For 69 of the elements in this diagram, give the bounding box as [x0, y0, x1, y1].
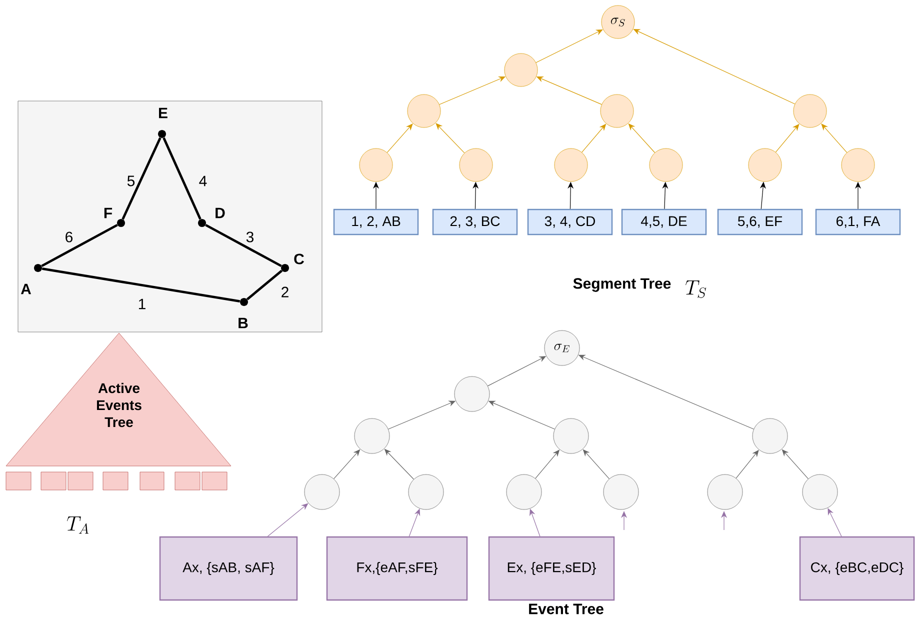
- tree-node-circle: [459, 148, 493, 182]
- arrow: [267, 503, 308, 537]
- node-label: D: [216, 208, 225, 218]
- vertex-point: B: [238, 298, 248, 328]
- heading: Segment Tree: [573, 278, 671, 292]
- edge-label: 2: [282, 286, 288, 298]
- tree-node-circle: [603, 474, 639, 510]
- tree-node-circle: [408, 474, 444, 510]
- event-box: Fx,{eAF,sFE}: [326, 536, 468, 601]
- segment-box: 5,6, EF: [717, 208, 803, 236]
- tree-node-circle: [304, 474, 340, 510]
- segment-box: 3, 4, CD: [527, 208, 613, 236]
- arrow: [408, 508, 420, 537]
- event-box: Ex, {eFE,sED}: [488, 536, 615, 601]
- node-label: A: [20, 284, 32, 294]
- tree-node-circle: [707, 474, 743, 510]
- vertex-point: A: [20, 264, 42, 294]
- tree-node-circle: [506, 474, 542, 510]
- tree-node-circle: [554, 148, 588, 182]
- tree-node-circle: [504, 53, 538, 87]
- tree-node-circle: [354, 418, 390, 454]
- leaf-box: [174, 472, 200, 490]
- edge-label: 1: [138, 298, 146, 310]
- polygon-edge: [41, 224, 118, 268]
- arrow: [436, 123, 465, 154]
- polygon-edge: [205, 224, 282, 268]
- edge-label: 4: [199, 176, 207, 186]
- tree-node-circle: [553, 418, 589, 454]
- tree-symbol: $T_S$: [686, 280, 706, 298]
- node-label: C: [294, 254, 304, 264]
- tree-node-circle: [407, 94, 441, 128]
- edge-label: 5: [127, 176, 135, 186]
- node-label: B: [238, 318, 248, 328]
- tree-node-circle: [802, 474, 838, 510]
- event-box: Ax, {sAB, sAF}: [159, 536, 298, 601]
- polygon-edge: [42, 268, 240, 302]
- segment-box: 1, 2, AB: [333, 208, 419, 236]
- tree-symbol: $T_A$: [67, 516, 89, 534]
- tree-node-circle: [748, 148, 782, 182]
- leaf-box: [40, 472, 66, 490]
- vertex-point: E: [158, 108, 168, 138]
- leaf-box: [6, 472, 32, 490]
- vertex-point: F: [104, 208, 125, 227]
- tree-node-circle: [454, 376, 490, 412]
- tree-node-circle: [841, 148, 875, 182]
- tree-node-circle: [359, 148, 393, 182]
- polygon-panel: [18, 100, 322, 332]
- polygon-edge: [246, 270, 283, 300]
- leaf-box: [68, 472, 94, 490]
- node-label: E: [159, 108, 168, 118]
- segment-box: 4,5, DE: [621, 208, 707, 236]
- vertex-point: D: [198, 208, 225, 227]
- edge-label: 6: [66, 232, 73, 242]
- leaf-box: [202, 472, 228, 490]
- leaf-box: [102, 472, 128, 490]
- event-box: Cx, {eBC,eDC}: [799, 536, 915, 601]
- tree-node-circle: [752, 418, 788, 454]
- leaf-box: [140, 472, 164, 490]
- polygon-edge: [122, 137, 162, 220]
- tree-node-circle: [649, 148, 683, 182]
- active-events-triangle: Active Events Tree: [6, 332, 232, 466]
- tree-node-circle: [600, 94, 634, 128]
- segment-box: 2, 3, BC: [432, 208, 518, 236]
- node-label: F: [104, 208, 112, 218]
- segment-box: 6,1, FA: [815, 208, 901, 236]
- vertex-point: C: [281, 254, 304, 272]
- polygon-edge: [162, 137, 202, 220]
- edge-label: 3: [246, 232, 254, 242]
- tree-node-circle: [793, 94, 827, 128]
